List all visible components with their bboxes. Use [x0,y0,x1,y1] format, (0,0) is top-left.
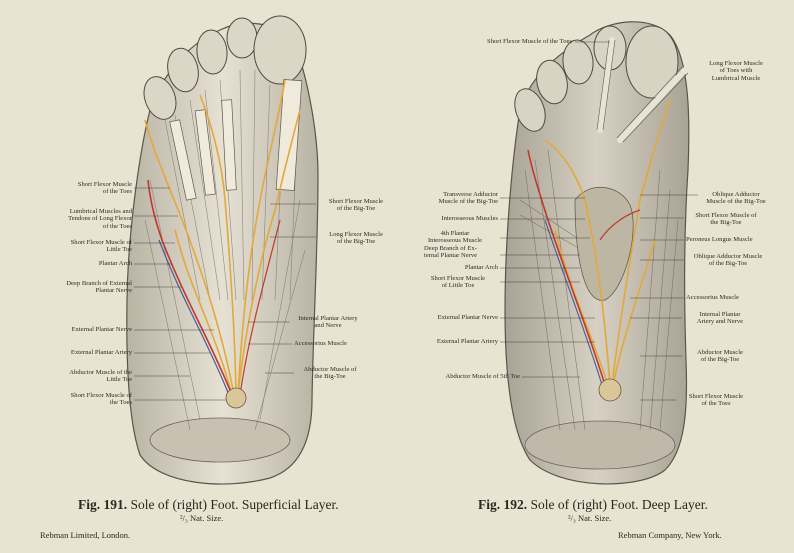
caption-fig-191-text: Sole of (right) Foot. Superficial Layer. [130,497,339,512]
label-short-flexor-toes-top-192: Short Flexor Muscle of the Toes [487,38,572,45]
label-long-flexor-toes-lumbrical: Long Flexor Muscle of Toes with Lumbrica… [709,60,763,82]
label-external-plantar-artery: External Plantar Artery [70,349,132,356]
label-long-flexor-big-toe: Long Flexor Muscle of the Big-Toe [329,231,383,246]
label-short-flexor-big-toe-192: Short Flexor Muscle of the Big-Toe [695,212,757,227]
publisher-left: Rebman Limited, London. [40,530,131,540]
label-external-plantar-nerve: External Plantar Nerve [71,326,132,333]
label-interosseous-muscles: Interosseous Muscles [441,215,498,222]
leader-lines-192 [500,41,698,401]
label-deep-branch-ext-plantar-nerve: Deep Branch of External Plantar Nerve [66,280,132,295]
caption-fig-192: Fig. 192. Sole of (right) Foot. Deep Lay… [478,497,708,513]
caption-fig-192-text: Sole of (right) Foot. Deep Layer. [530,497,708,512]
label-plantar-arch: Plantar Arch [98,260,132,267]
caption-fig-191-number: Fig. 191. [78,497,128,512]
label-abductor-little-toe: Abductor Muscle of the Little Toe [69,369,132,384]
label-short-flexor-little-toe-192: Short Flexor Muscle of Little Toe [430,275,486,290]
scale-fig-192: ²/₃ Nat. Size. [568,513,612,523]
label-oblique-adductor-2: Oblique Adductor Muscle of the Big-Toe [693,253,763,268]
label-short-flexor-toes-192: Short Flexor Muscle of the Toes [688,393,744,408]
label-peroneus-longus: Peroneus Longus Muscle [686,236,753,243]
label-accessorius-muscle: Accessorius Muscle [294,340,347,347]
label-accessorius-muscle-192: Accessorius Muscle [686,294,739,301]
label-abductor-big-toe: Abductor Muscle of the Big-Toe [303,366,357,381]
label-4th-plantar-interosseous: 4th Plantar Interosseous Muscle [427,230,483,245]
caption-fig-192-number: Fig. 192. [478,497,528,512]
scale-fig-191: ²/₃ Nat. Size. [180,513,224,523]
label-internal-plantar-artery-nerve-192: Internal Plantar Artery and Nerve [696,311,744,326]
label-lumbrical-muscles: Lumbrical Muscles and Tendons of Long Fl… [68,208,132,230]
label-transverse-adductor: Transverse Adductor Muscle of the Big-To… [438,191,498,206]
label-abductor-5th-toe: Abductor Muscle of 5th Toe [445,373,521,380]
label-internal-plantar-artery-nerve: Internal Plantar Artery and Nerve [298,315,358,330]
label-external-plantar-nerve-192: External Plantar Nerve [437,314,498,321]
leader-lines-191 [134,187,316,401]
label-external-plantar-artery-192: External Plantar Artery [436,338,498,345]
publisher-right: Rebman Company, New York. [618,530,722,540]
label-oblique-adductor-1: Oblique Adductor Muscle of the Big-Toe [706,191,766,206]
label-plantar-arch-192: Plantar Arch [464,264,498,271]
caption-fig-191: Fig. 191. Sole of (right) Foot. Superfic… [78,497,339,513]
label-short-flexor-toes-top: Short Flexor Muscle of the Toes [77,181,132,196]
label-short-flexor-toes-bottom: Short Flexor Muscle of the Toes [70,392,132,407]
foot-deep-illustration [504,21,690,485]
label-abductor-big-toe-192: Abductor Muscle of the Big-Toe [697,349,743,364]
label-short-flexor-little-toe: Short Flexor Muscle of Little Toe [70,239,132,254]
foot-superficial-illustration [126,15,319,485]
label-deep-branch-ext-plantar-nerve-192: Deep Branch of Ex- ternal Plantar Nerve [424,245,478,260]
label-short-flexor-big-toe: Short Flexor Muscle of the Big-Toe [328,198,384,213]
